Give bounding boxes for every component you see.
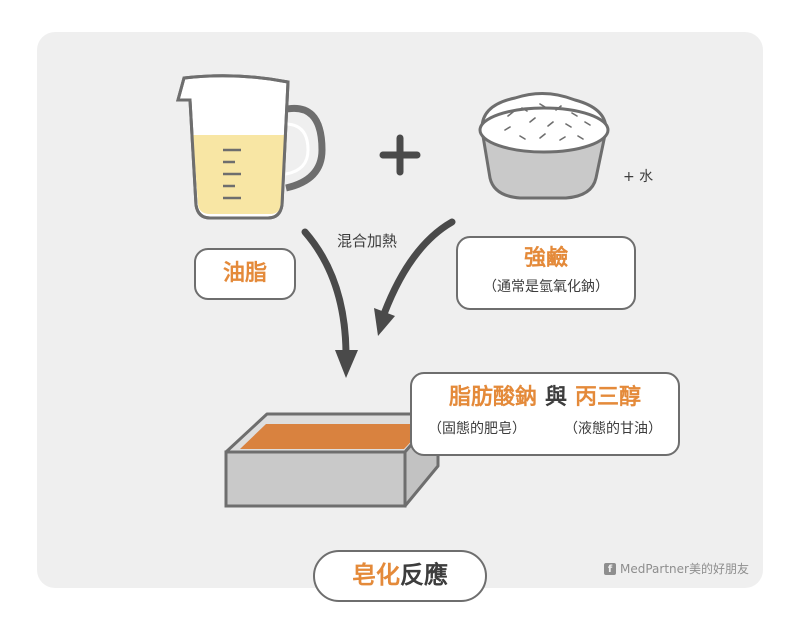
glycerol-product-label: 丙三醇 (575, 385, 642, 410)
lye-bowl-icon (478, 92, 610, 200)
water-label: + 水 (623, 169, 654, 185)
right-arrow-icon (374, 218, 456, 336)
title-rest: 反應 (400, 561, 448, 589)
alkali-label-box: 強鹼 （通常是氫氧化鈉） (456, 236, 636, 310)
credit: f MedPartner美的好朋友 (604, 560, 749, 577)
credit-text: MedPartner美的好朋友 (620, 562, 749, 576)
left-arrow-icon (301, 228, 358, 378)
glycerol-note: （液態的甘油） (564, 421, 662, 437)
products-box: 脂肪酸鈉與丙三醇 （固態的肥皂） （液態的甘油） (410, 372, 680, 456)
oil-label-box: 油脂 (194, 248, 296, 300)
oil-label: 油脂 (222, 261, 267, 286)
facebook-icon: f (604, 562, 616, 575)
title-box: 皂化反應 (313, 550, 487, 602)
soap-note: （固態的肥皂） (428, 421, 526, 437)
measuring-cup-icon (176, 74, 326, 220)
alkali-note: （通常是氫氧化鈉） (483, 279, 609, 295)
mix-heat-label: 混合加熱 (337, 232, 398, 250)
soap-tray-icon (224, 412, 440, 508)
alkali-label: 強鹼 (523, 246, 568, 271)
plus-icon (379, 134, 421, 176)
and-label: 與 (544, 385, 567, 410)
title-highlight: 皂化 (352, 561, 400, 589)
soap-product-label: 脂肪酸鈉 (448, 385, 537, 410)
